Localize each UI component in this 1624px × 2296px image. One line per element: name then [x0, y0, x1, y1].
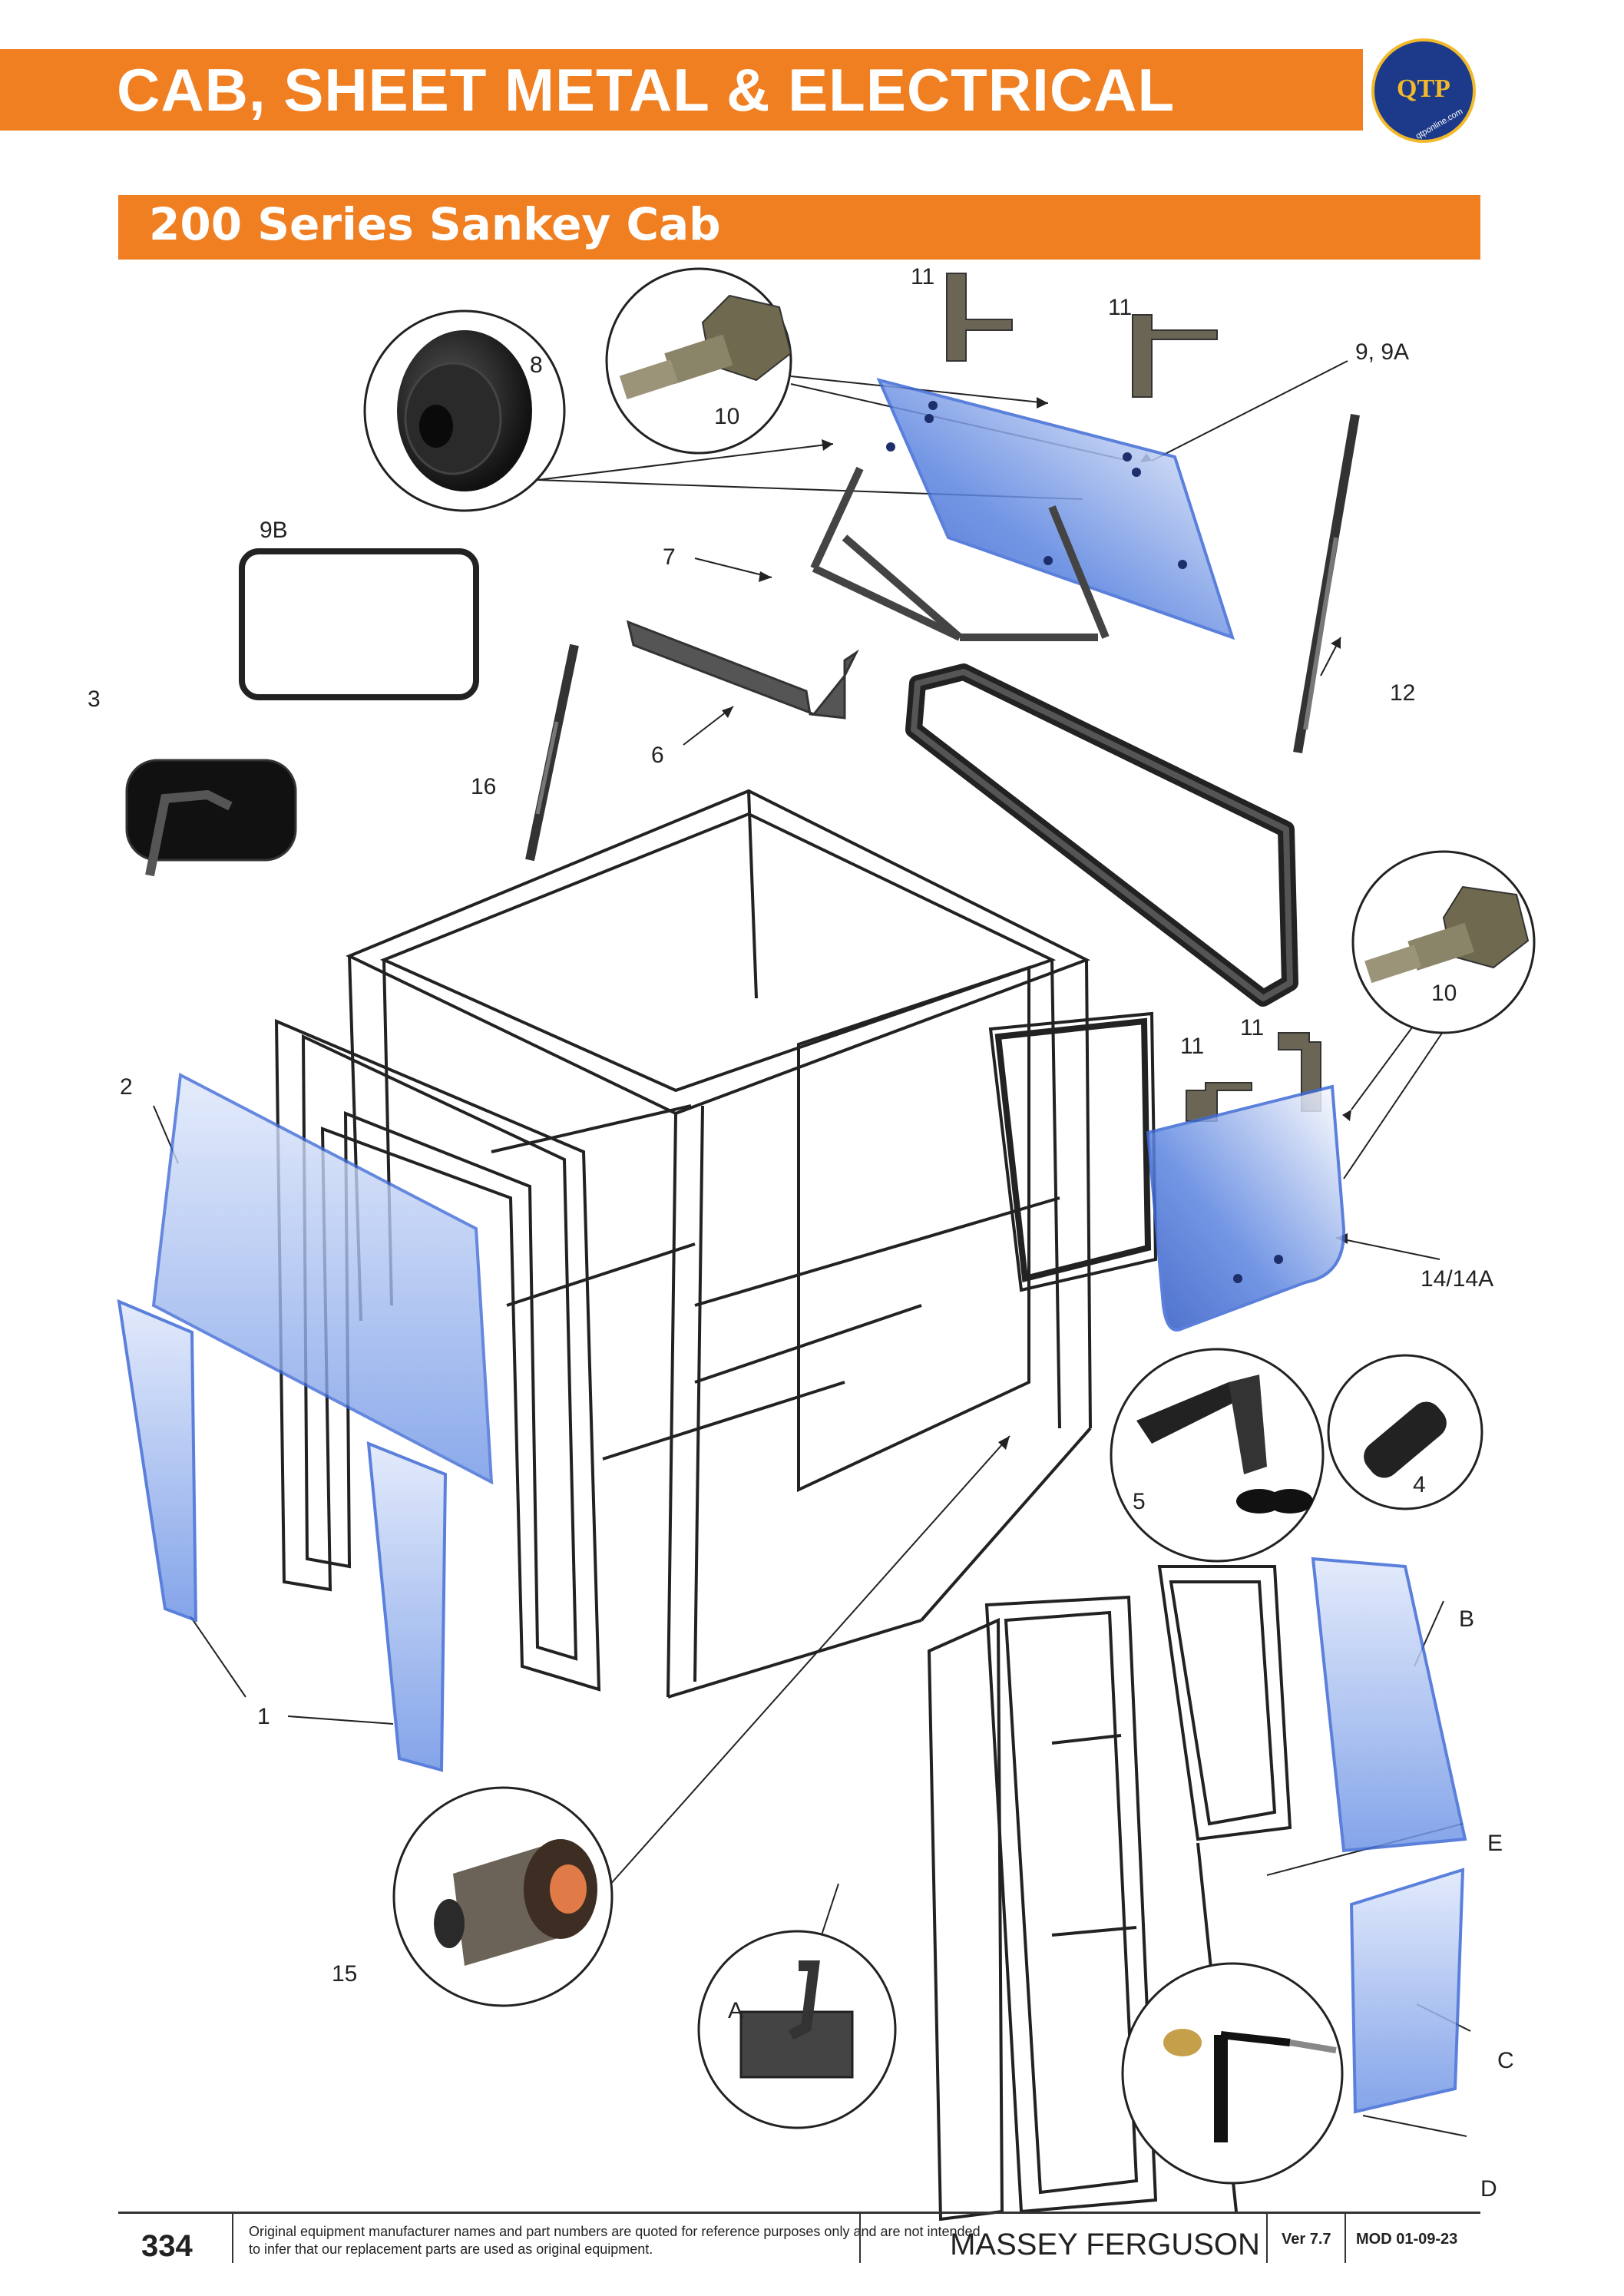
callout-15: 15: [332, 1961, 357, 1987]
callout-5: 5: [1133, 1489, 1146, 1514]
footer-divider: [1345, 2214, 1346, 2263]
hatch-holes: [886, 401, 1187, 569]
callout-3: 3: [88, 686, 101, 712]
cab-frame: [274, 789, 1158, 1699]
part-4-roll-pin: [1327, 1354, 1483, 1510]
part-2-windscreen: [151, 1072, 494, 1485]
part-1-lower-glass-left: [117, 1299, 198, 1623]
callout-10b: 10: [1431, 981, 1457, 1006]
footer: 334 Original equipment manufacturer name…: [118, 2212, 1480, 2275]
footer-disclaimer: Original equipment manufacturer names an…: [249, 2224, 981, 2257]
callout-d: D: [1480, 2176, 1497, 2202]
part-b-door-glass: [1311, 1557, 1467, 1853]
part-3-mirror: [125, 759, 297, 877]
part-1-lower-glass-right: [366, 1441, 448, 1772]
footer-divider: [232, 2214, 233, 2263]
section-band: [118, 195, 1480, 260]
logo-text: QTP: [1397, 74, 1450, 103]
header-band: [0, 49, 1363, 131]
callout-2: 2: [120, 1074, 133, 1100]
callout-12: 12: [1390, 680, 1415, 706]
part-5-latch-kit: [1110, 1348, 1325, 1563]
callout-8: 8: [530, 352, 543, 378]
callout-11a: 11: [911, 264, 934, 289]
callout-11c: 11: [1180, 1034, 1204, 1059]
callout-6: 6: [651, 743, 664, 768]
part-10-bolt-top: [605, 267, 792, 455]
part-14-quarter-glass: [1146, 1084, 1346, 1332]
callout-11b: 11: [1108, 295, 1132, 320]
part-9b-seal: [239, 548, 479, 700]
part-16-gas-strut: [525, 643, 579, 862]
callout-9b: 9B: [260, 518, 288, 543]
callout-4: 4: [1413, 1472, 1426, 1497]
footer-mod: MOD 01-09-23: [1356, 2231, 1458, 2248]
part-12-gas-strut: [1293, 413, 1360, 754]
callout-c: C: [1497, 2048, 1514, 2073]
footer-divider: [859, 2214, 861, 2263]
part-c-door-glass: [1349, 1868, 1465, 2114]
section-title: 200 Series Sankey Cab: [149, 198, 721, 250]
part-a-catch: [697, 1930, 897, 2129]
callout-b: B: [1459, 1606, 1474, 1632]
page-title: CAB, SHEET METAL & ELECTRICAL: [117, 56, 1176, 124]
footer-brand: MASSEY FERGUSON: [950, 2228, 1260, 2261]
part-6-bracket: [626, 620, 859, 720]
callout-7: 7: [663, 544, 676, 570]
part-8-rubber-mount: [363, 309, 566, 512]
callout-10a: 10: [714, 404, 739, 429]
callout-11d: 11: [1240, 1015, 1264, 1040]
part-15-bush: [392, 1786, 614, 2007]
quarter-glass-holes: [1233, 1255, 1283, 1283]
callout-e: E: [1487, 1831, 1503, 1856]
footer-divider: [1266, 2214, 1268, 2263]
part-10-bolt-right: [1351, 850, 1536, 1034]
rear-window-seal: [905, 663, 1298, 1007]
page-number: 334: [141, 2229, 193, 2263]
callout-14-14a: 14/14A: [1421, 1266, 1493, 1292]
qtp-logo: QTP qtponline.com: [1368, 35, 1479, 146]
part-d-handle: [1121, 1962, 1344, 2185]
callout-9-9a: 9, 9A: [1355, 339, 1409, 365]
callout-1: 1: [257, 1704, 270, 1729]
footer-version: Ver 7.7: [1282, 2231, 1331, 2248]
callout-a: A: [728, 1998, 743, 2023]
part-7-hatch-frame: [810, 466, 1110, 641]
callout-16: 16: [471, 774, 496, 799]
